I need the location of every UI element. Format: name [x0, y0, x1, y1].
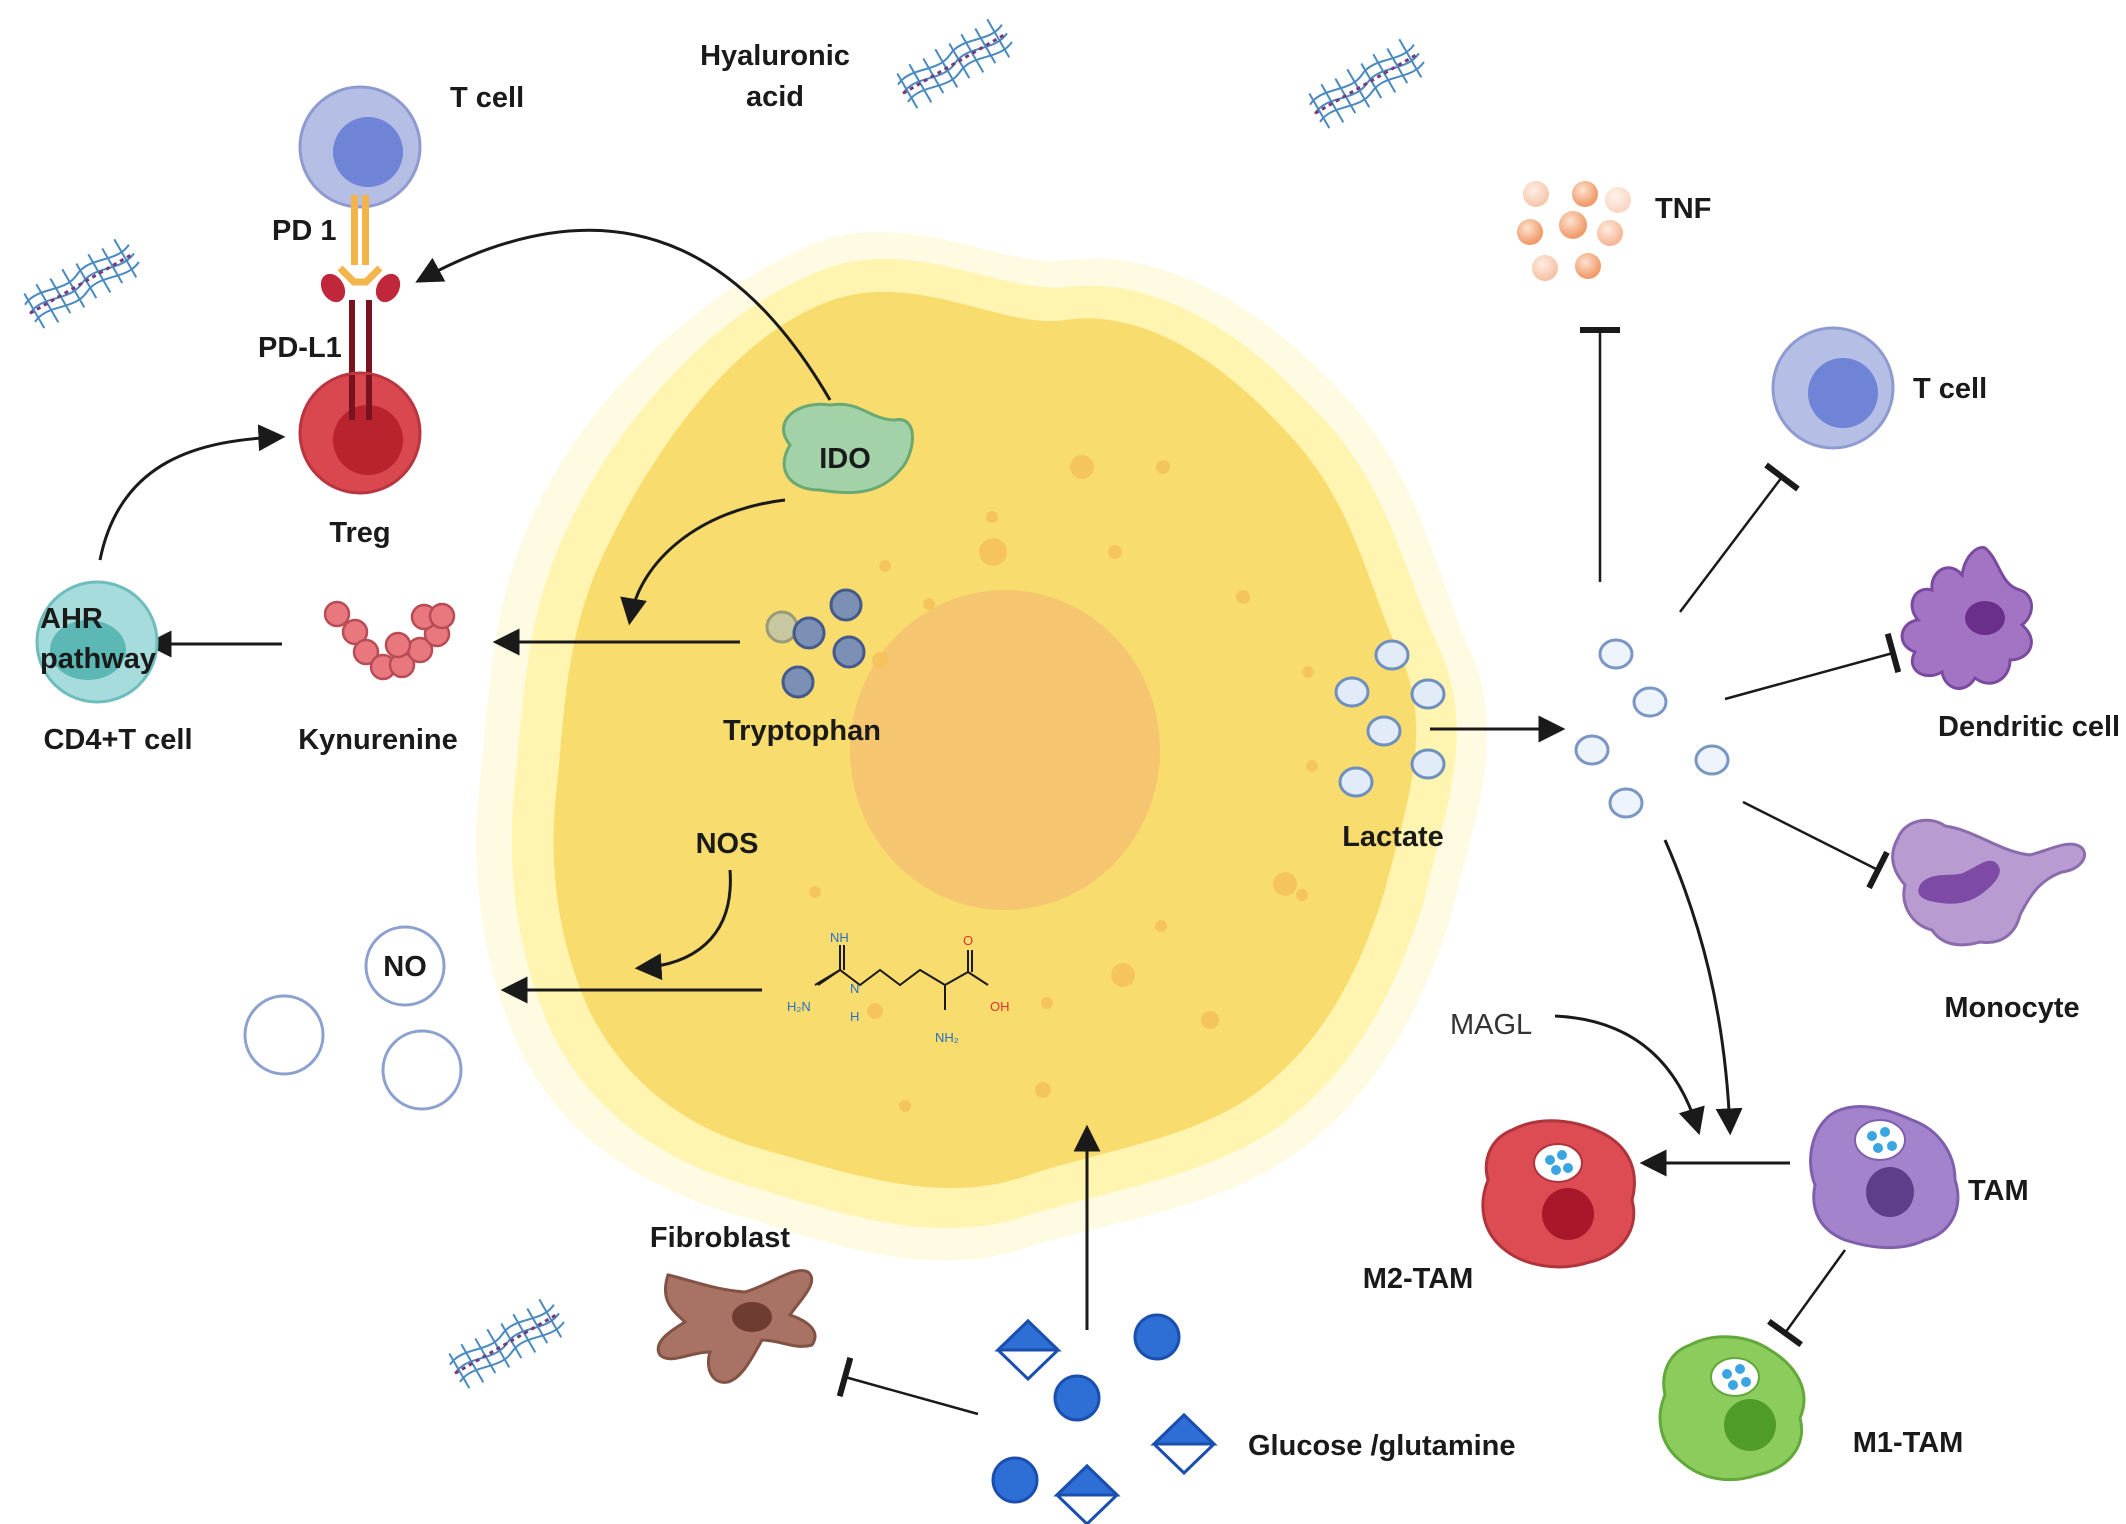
tnf-cluster-icon: [1517, 181, 1631, 281]
tam-cell-icon: [1809, 1105, 1960, 1249]
t-cell-top-icon: [298, 85, 422, 209]
arginine-structure-icon: NH H₂N N H O OH NH₂: [787, 930, 1010, 1045]
glucose-glutamine-label: Glucose /glutamine: [1248, 1430, 1516, 1462]
no-bubbles-icon: [243, 925, 463, 1111]
cd4-t-cell-label: CD4+T cell: [43, 724, 192, 756]
tam-label: TAM: [1968, 1175, 2029, 1207]
inhibit-lactate-to-t-cell: [1679, 462, 1800, 613]
no-label: NO: [383, 951, 427, 983]
inhibit-tam-to-m1: [1767, 1249, 1847, 1348]
hyaluronic-acid-label: Hyaluronic: [700, 40, 850, 72]
glucose-glutamine-molecules-icon: [991, 1313, 1218, 1524]
pdl1-ligand-icon: [320, 273, 401, 410]
tryptophan-molecules-icon: [765, 588, 866, 699]
ahr-pathway-label: pathway: [40, 643, 156, 675]
arg-n-label: N: [850, 981, 859, 996]
arg-h-label: H: [850, 1009, 859, 1024]
cd4-t-cell-icon: [35, 580, 159, 704]
tumor-vesicles: [809, 455, 1318, 1112]
ahr-label: AHR: [40, 603, 103, 635]
kynurenine-label: Kynurenine: [298, 724, 458, 756]
m1-tam-label: M1-TAM: [1853, 1427, 1964, 1459]
treg-cell-icon: [298, 371, 422, 495]
arg-oh-label: OH: [990, 999, 1010, 1014]
arrow-ido-to-pdl1: [415, 228, 832, 401]
m2-tam-label: M2-TAM: [1363, 1263, 1474, 1295]
arrow-lactate-to-tam-junction: [1663, 839, 1743, 1136]
arg-nh-label: NH: [830, 930, 849, 945]
treg-label: Treg: [329, 517, 390, 549]
hyaluronic-acid-label-2: acid: [746, 81, 804, 113]
pdl1-label: PD-L1: [258, 332, 342, 364]
m1-tam-cell-icon: [1658, 1335, 1806, 1482]
hyaluronic-acid-icon: [1308, 38, 1425, 129]
tnf-label: TNF: [1655, 193, 1711, 225]
ido-label: IDO: [819, 443, 871, 475]
lactate-label: Lactate: [1342, 821, 1444, 853]
t-cell-right-label: T cell: [1913, 373, 1987, 405]
dendritic-cell-label: Dendritic cell: [1938, 711, 2120, 743]
nos-label: NOS: [696, 828, 759, 860]
arrow-ido-to-tryptophan: [620, 498, 786, 626]
monocyte-icon: [1891, 818, 2086, 947]
hyaluronic-acid-icon: [448, 1298, 565, 1389]
arg-h2n-label: H₂N: [787, 999, 811, 1014]
monocyte-label: Monocyte: [1944, 992, 2079, 1024]
tryptophan-label: Tryptophan: [723, 715, 881, 747]
arg-o-label: O: [963, 933, 973, 948]
ido-enzyme-icon: [782, 402, 914, 495]
arrow-nos-to-arginine: [634, 869, 732, 981]
pd1-label: PD 1: [272, 215, 336, 247]
hyaluronic-acid-icon: [23, 238, 140, 329]
kynurenine-chain-icon: [323, 600, 456, 681]
m2-tam-cell-icon: [1481, 1119, 1636, 1269]
arrow-magl-to-m2: [1554, 1014, 1705, 1136]
tumor-nucleus: [850, 590, 1160, 910]
lactate-molecules-icon: [1334, 639, 1446, 798]
fibroblast-cell-icon: [656, 1269, 817, 1384]
inhibit-glucose-to-fibroblast: [836, 1356, 979, 1416]
dendritic-cell-icon: [1900, 546, 2033, 690]
arrow-cd4-to-treg: [98, 424, 286, 561]
lactate-cloud-icon: [1574, 638, 1730, 819]
t-cell-top-label: T cell: [450, 82, 524, 114]
magl-label: MAGL: [1450, 1009, 1532, 1041]
inhibit-lactate-to-monocyte: [1742, 800, 1890, 890]
hyaluronic-acid-icon: [896, 18, 1013, 109]
fibroblast-label: Fibroblast: [650, 1222, 791, 1254]
tumor-cell: [476, 231, 1488, 1261]
t-cell-right-icon: [1771, 326, 1895, 450]
pd1-receptor-icon: [337, 195, 383, 286]
inhibit-lactate-to-dendritic: [1724, 632, 1902, 701]
arg-nh2-label: NH₂: [935, 1030, 959, 1045]
